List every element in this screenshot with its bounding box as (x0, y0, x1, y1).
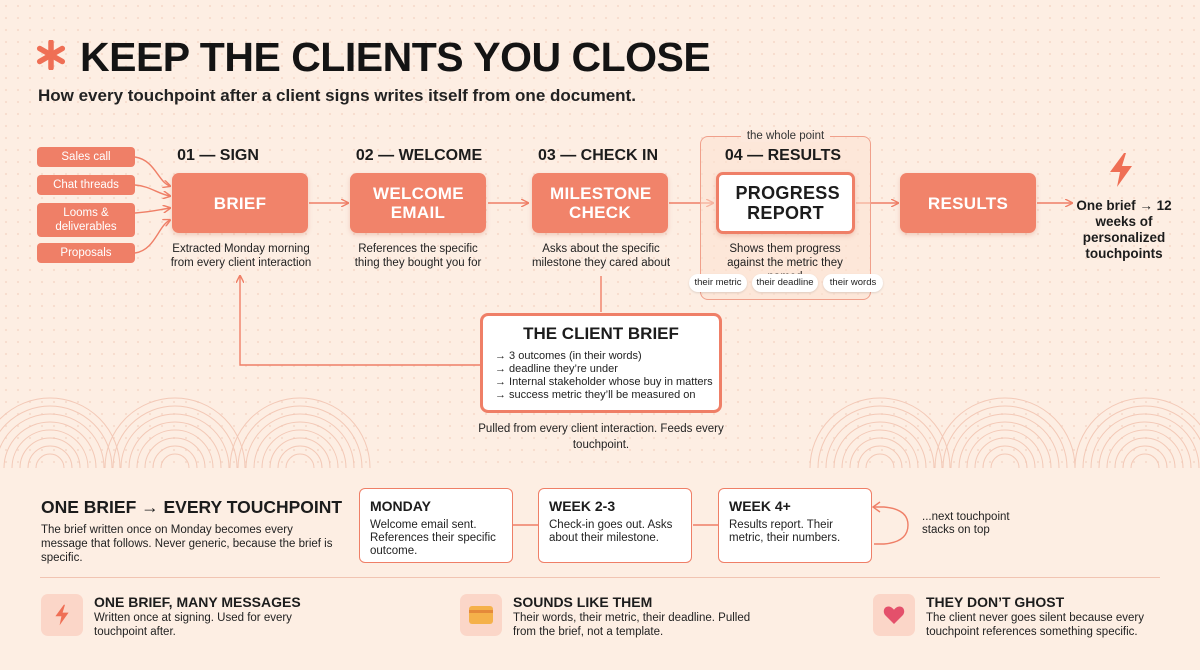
card-icon (460, 594, 502, 636)
step-label-welcome: 02 — WELCOME (355, 147, 483, 164)
client-brief-item: → Internal stakeholder whose buy in matt… (495, 376, 713, 388)
feature-text: Written once at signing. Used for every … (94, 612, 292, 638)
client-brief-title: THE CLIENT BRIEF (523, 324, 679, 343)
timeline-card-week-4 (718, 488, 872, 563)
timeline-card-text: Check-in goes out. Asks about their mile… (549, 519, 673, 544)
client-brief-item: → deadline they’re under (495, 363, 618, 375)
progress-report-box: PROGRESS REPORT (716, 172, 855, 234)
milestone-caption: Asks about the specific milestone they c… (531, 243, 671, 269)
page-subtitle: How every touchpoint after a client sign… (38, 86, 636, 105)
step-label-check-in: 03 — CHECK IN (537, 147, 659, 164)
asterisk-icon (36, 40, 66, 70)
welcome-caption: References the specific thing they bough… (354, 243, 482, 269)
client-brief-item: → 3 outcomes (in their words) (495, 350, 642, 362)
brief-caption: Extracted Monday morning from every clie… (170, 243, 312, 269)
tag-their-metric: their metric (689, 274, 747, 292)
timeline-card-title: MONDAY (370, 498, 431, 514)
timeline-card-text: Results report. Their metric, their numb… (729, 519, 841, 544)
feature-text: Their words, their metric, their deadlin… (513, 612, 751, 638)
tag-their-deadline: their deadline (752, 274, 818, 292)
timeline-card-text: Welcome email sent. References their spe… (370, 519, 496, 557)
timeline-card-monday (359, 488, 513, 563)
timeline-card-week-2-3 (538, 488, 692, 563)
client-brief-caption: Pulled from every client interaction. Fe… (478, 423, 724, 451)
milestone-check-box: MILESTONE CHECK (532, 173, 668, 233)
page-title: KEEP THE CLIENTS YOU CLOSE (80, 34, 711, 80)
timeline-title: ONE BRIEF → EVERY TOUCHPOINT (41, 497, 343, 517)
timeline-card-title: WEEK 4+ (729, 498, 791, 514)
feature-text: The client never goes silent because eve… (926, 612, 1144, 638)
whole-point-label: the whole point (700, 130, 871, 142)
feature-title: SOUNDS LIKE THEM (513, 594, 653, 610)
timeline-connectors (513, 501, 909, 545)
feature-title: ONE BRIEF, MANY MESSAGES (94, 594, 301, 610)
feature-title: THEY DON’T GHOST (926, 594, 1065, 610)
timeline-card-title: WEEK 2-3 (549, 498, 616, 514)
divider (40, 577, 1160, 578)
step-label-results: 04 — RESULTS (724, 147, 842, 164)
welcome-email-box: WELCOME EMAIL (350, 173, 486, 233)
bolt-icon (1110, 153, 1132, 187)
source-pill-chat-threads: Chat threads (37, 175, 135, 195)
source-pill-proposals: Proposals (37, 243, 135, 263)
results-box: RESULTS (900, 173, 1036, 233)
next-touchpoint-note: ...next touchpoint stacks on top (922, 511, 1010, 536)
bolt-icon (41, 594, 83, 636)
source-pill-looms: Looms & deliverables (37, 203, 135, 237)
client-brief-item: → success metric they’ll be measured on (495, 389, 696, 401)
outcome-text: One brief → 12 weeks of personalized tou… (1076, 198, 1172, 261)
source-pill-sales-call: Sales call (37, 147, 135, 167)
heart-icon (873, 594, 915, 636)
timeline-description: The brief written once on Monday becomes… (41, 524, 333, 564)
step-label-sign: 01 — SIGN (177, 147, 259, 164)
brief-box: BRIEF (172, 173, 308, 233)
client-brief-card (480, 313, 722, 413)
tag-their-words: their words (823, 274, 883, 292)
